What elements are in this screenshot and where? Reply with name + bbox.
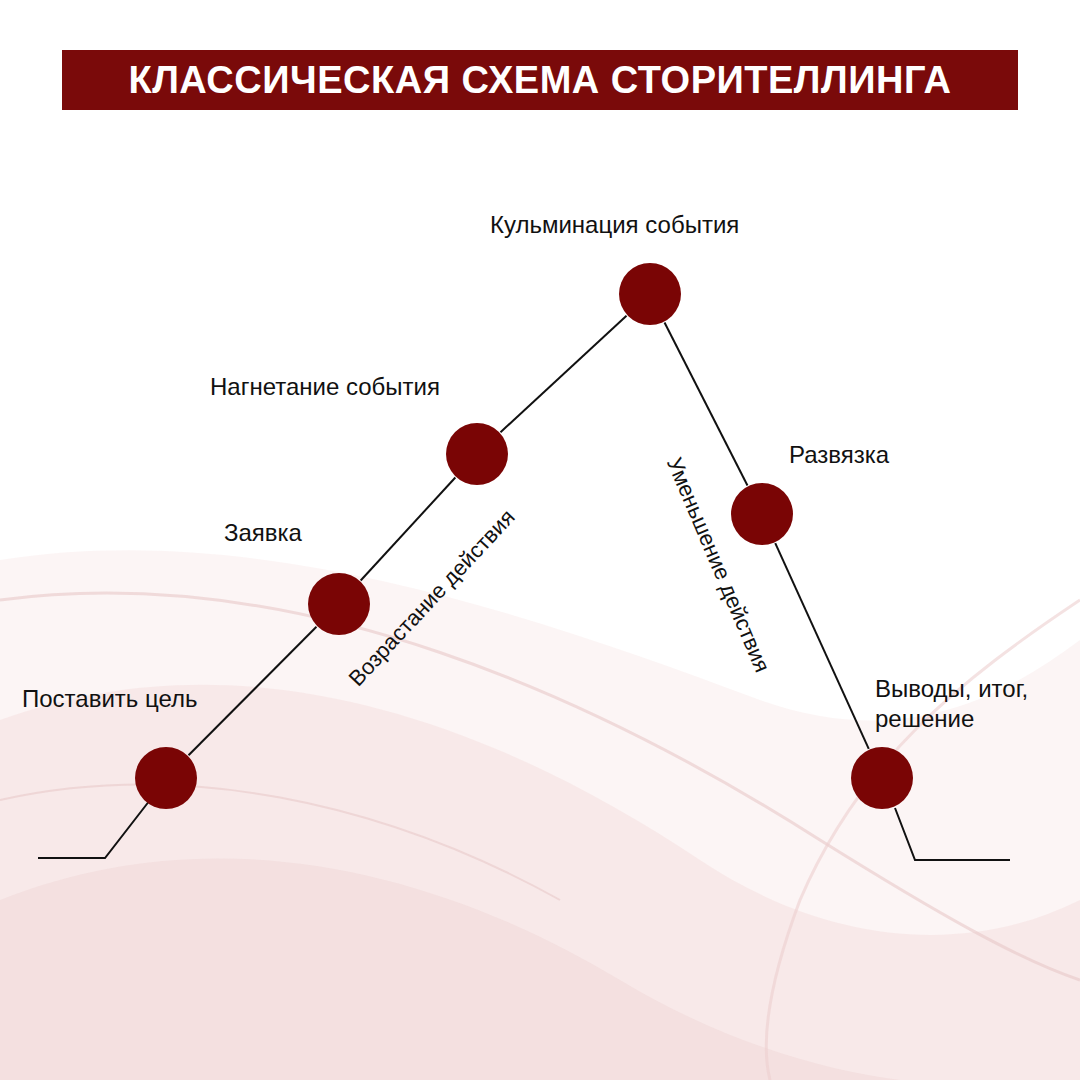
- circle-fill: [135, 747, 197, 809]
- point-label: Кульминация события: [490, 211, 739, 238]
- story-line: [500, 316, 626, 433]
- circle-fill: [619, 263, 681, 325]
- story-point: Поставить цель: [134, 746, 198, 810]
- point-label-box: Заявка: [224, 518, 334, 548]
- title-banner: [62, 50, 1018, 110]
- point-label-box: Выводы, итог, решение: [875, 674, 1070, 734]
- story-point: Выводы, итог, решение: [850, 746, 914, 810]
- background-curve: [0, 785, 560, 900]
- background-swoosh: [0, 550, 1080, 1080]
- baseline-lead: [38, 800, 150, 858]
- story-line: [361, 478, 456, 581]
- circle-marker: [850, 746, 914, 810]
- title-box: КЛАССИЧЕСКАЯ СХЕМА СТОРИТЕЛЛИНГА: [62, 50, 1018, 110]
- background-curve: [0, 593, 1080, 980]
- point-label-box: Кульминация события: [490, 210, 810, 240]
- story-point: Кульминация события: [618, 262, 682, 326]
- circle-fill: [446, 423, 508, 485]
- circle-marker: [730, 482, 794, 546]
- story-point: Развязка: [730, 482, 794, 546]
- title-text: КЛАССИЧЕСКАЯ СХЕМА СТОРИТЕЛЛИНГА: [128, 59, 951, 102]
- story-line: [775, 543, 869, 749]
- background-swoosh: [0, 685, 1080, 1080]
- point-label: Развязка: [789, 441, 889, 468]
- story-line: [189, 627, 317, 756]
- point-label: Нагнетание события: [210, 373, 440, 400]
- point-label: Заявка: [224, 519, 302, 546]
- story-point: Нагнетание события: [445, 422, 509, 486]
- circle-marker: [445, 422, 509, 486]
- baseline-lead: [895, 808, 1010, 860]
- point-label-box: Развязка: [789, 440, 929, 470]
- story-point: Заявка: [307, 572, 371, 636]
- circle-marker: [134, 746, 198, 810]
- point-label-box: Поставить цель: [22, 684, 232, 714]
- edge-group: [189, 316, 869, 756]
- phase-label: Возрастание действия: [344, 505, 520, 691]
- background-curve: [766, 600, 1080, 1080]
- point-label: Выводы, итог, решение: [875, 675, 1028, 732]
- point-label-box: Нагнетание события: [210, 372, 500, 402]
- circle-marker: [618, 262, 682, 326]
- circle-fill: [308, 573, 370, 635]
- circle-fill: [851, 747, 913, 809]
- circle-marker: [307, 572, 371, 636]
- point-label: Поставить цель: [22, 685, 198, 712]
- circle-fill: [731, 483, 793, 545]
